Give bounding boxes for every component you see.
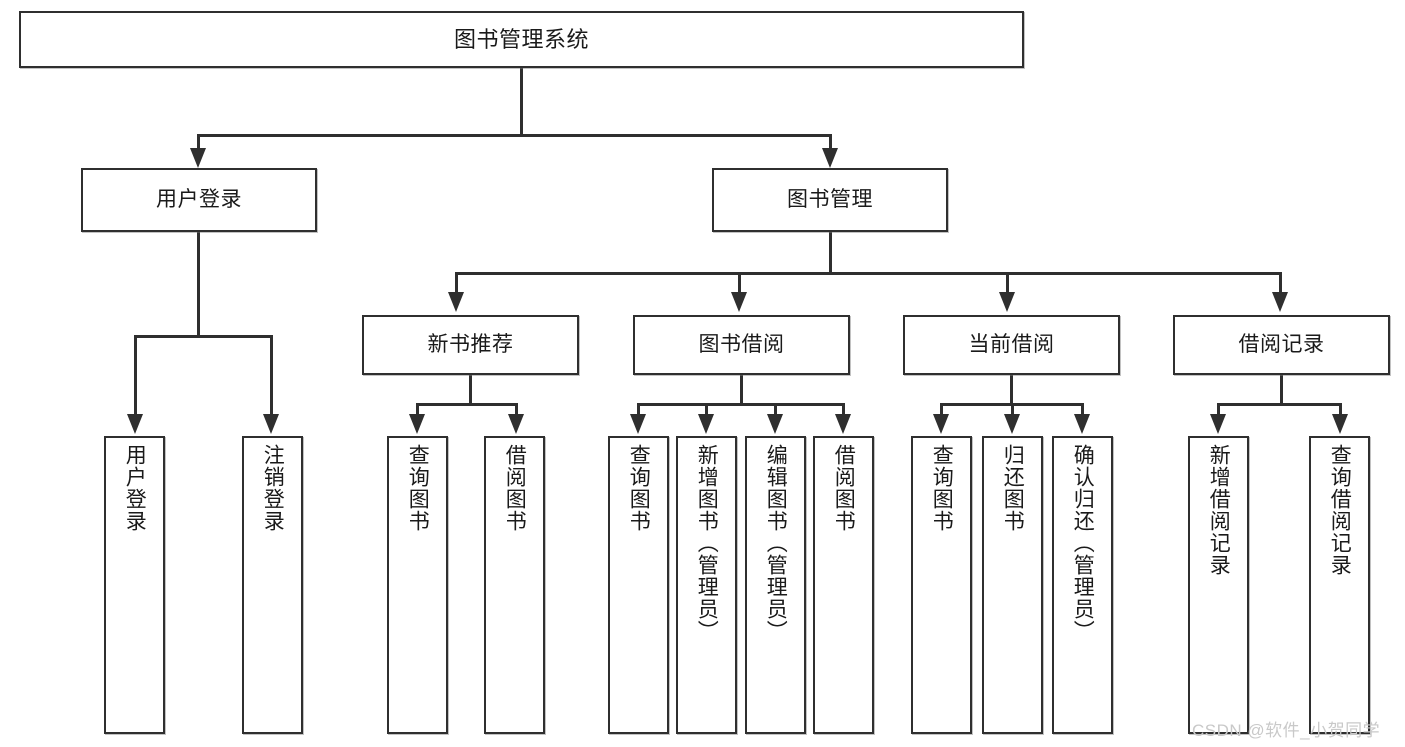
leaf-label: 查询图书 <box>930 444 954 532</box>
arrowhead-current-borrow <box>999 292 1015 312</box>
connector-bookborrow-stem <box>740 375 743 405</box>
connector-root-drop-left <box>197 134 200 150</box>
arrowhead-bb-add <box>698 414 714 434</box>
leaf-current-confirm-return-admin[interactable]: 确认归还（管理员） <box>1052 436 1113 734</box>
leaf-record-add-record[interactable]: 新增借阅记录 <box>1188 436 1249 734</box>
leaf-label: 借阅图书 <box>832 444 856 532</box>
arrowhead-newbook-query <box>409 414 425 434</box>
node-label: 用户登录 <box>156 187 242 211</box>
connector-root-stem <box>520 68 523 136</box>
leaf-record-query-record[interactable]: 查询借阅记录 <box>1309 436 1370 734</box>
arrowhead-leaf-user-login <box>127 414 143 434</box>
leaf-label: 新增图书（管理员） <box>695 444 719 642</box>
leaf-label: 查询图书 <box>627 444 651 532</box>
connector-bookmanage-stem <box>829 232 832 274</box>
connector-bookmanage-drop-4 <box>1279 272 1282 294</box>
arrowhead-cb-query <box>933 414 949 434</box>
node-label: 图书借阅 <box>698 332 785 356</box>
connector-newbook-drop-2 <box>515 403 518 416</box>
leaf-borrow-borrow-book[interactable]: 借阅图书 <box>813 436 874 734</box>
connector-bookborrow-drop-4 <box>842 403 845 416</box>
connector-currentborrow-drop-1 <box>940 403 943 416</box>
leaf-label: 查询借阅记录 <box>1328 444 1352 576</box>
connector-bookborrow-drop-3 <box>774 403 777 416</box>
arrowhead-bb-edit <box>767 414 783 434</box>
connector-bookborrow-bus <box>637 403 845 406</box>
arrowhead-br-query <box>1332 414 1348 434</box>
node-label: 图书管理系统 <box>453 26 589 52</box>
leaf-label: 用户登录 <box>123 444 147 532</box>
leaf-current-query-book[interactable]: 查询图书 <box>911 436 972 734</box>
arrowhead-newbook-borrow <box>508 414 524 434</box>
watermark-text: CSDN @软件_小贺同学 <box>1192 721 1381 740</box>
connector-userlogin-drop-2 <box>270 335 273 416</box>
arrowhead-book-borrow <box>731 292 747 312</box>
node-label: 图书管理 <box>787 187 873 211</box>
leaf-label: 注销登录 <box>261 444 285 532</box>
connector-bookmanage-bus <box>455 272 1282 275</box>
leaf-label: 归还图书 <box>1001 444 1025 532</box>
connector-userlogin-bus <box>134 335 273 338</box>
node-book-management[interactable]: 图书管理 <box>712 168 948 232</box>
arrowhead-br-add <box>1210 414 1226 434</box>
node-label: 新书推荐 <box>427 332 514 356</box>
arrowhead-new-book-rec <box>448 292 464 312</box>
connector-bookborrow-drop-2 <box>705 403 708 416</box>
node-root-library-system[interactable]: 图书管理系统 <box>19 11 1024 68</box>
connector-newbook-stem <box>469 375 472 405</box>
leaf-label: 确认归还（管理员） <box>1071 444 1095 642</box>
arrowhead-bb-borrow <box>835 414 851 434</box>
node-label: 当前借阅 <box>968 332 1055 356</box>
node-label: 借阅记录 <box>1238 332 1325 356</box>
connector-currentborrow-drop-3 <box>1081 403 1084 416</box>
arrowhead-book-manage <box>822 148 838 168</box>
leaf-borrow-add-book-admin[interactable]: 新增图书（管理员） <box>676 436 737 734</box>
connector-borrowrecord-drop-1 <box>1217 403 1220 416</box>
node-borrow-record[interactable]: 借阅记录 <box>1173 315 1390 375</box>
connector-borrowrecord-bus <box>1217 403 1342 406</box>
node-current-borrow[interactable]: 当前借阅 <box>903 315 1120 375</box>
connector-currentborrow-stem <box>1010 375 1013 405</box>
arrowhead-bb-query <box>630 414 646 434</box>
connector-root-bus <box>197 134 831 137</box>
connector-bookmanage-drop-1 <box>455 272 458 294</box>
leaf-logout[interactable]: 注销登录 <box>242 436 303 734</box>
leaf-borrow-query-book[interactable]: 查询图书 <box>608 436 669 734</box>
connector-newbook-bus <box>416 403 518 406</box>
leaf-label: 编辑图书（管理员） <box>764 444 788 642</box>
leaf-label: 借阅图书 <box>503 444 527 532</box>
arrowhead-user-login <box>190 148 206 168</box>
connector-root-drop-right <box>829 134 832 150</box>
connector-newbook-drop-1 <box>416 403 419 416</box>
leaf-label: 查询图书 <box>406 444 430 532</box>
node-user-login[interactable]: 用户登录 <box>81 168 317 232</box>
connector-bookmanage-drop-2 <box>738 272 741 294</box>
leaf-label: 新增借阅记录 <box>1207 444 1231 576</box>
leaf-borrow-edit-book-admin[interactable]: 编辑图书（管理员） <box>745 436 806 734</box>
leaf-newbook-query-book[interactable]: 查询图书 <box>387 436 448 734</box>
connector-userlogin-drop-1 <box>134 335 137 416</box>
arrowhead-cb-return <box>1004 414 1020 434</box>
leaf-newbook-borrow-book[interactable]: 借阅图书 <box>484 436 545 734</box>
arrowhead-cb-confirm <box>1074 414 1090 434</box>
leaf-user-login[interactable]: 用户登录 <box>104 436 165 734</box>
connector-borrowrecord-drop-2 <box>1339 403 1342 416</box>
connector-borrowrecord-stem <box>1280 375 1283 405</box>
connector-bookmanage-drop-3 <box>1006 272 1009 294</box>
connector-bookborrow-drop-1 <box>637 403 640 416</box>
arrowhead-leaf-logout <box>263 414 279 434</box>
arrowhead-borrow-record <box>1272 292 1288 312</box>
node-new-book-recommend[interactable]: 新书推荐 <box>362 315 579 375</box>
connector-userlogin-stem <box>197 232 200 335</box>
node-book-borrow[interactable]: 图书借阅 <box>633 315 850 375</box>
leaf-current-return-book[interactable]: 归还图书 <box>982 436 1043 734</box>
connector-currentborrow-drop-2 <box>1011 403 1014 416</box>
